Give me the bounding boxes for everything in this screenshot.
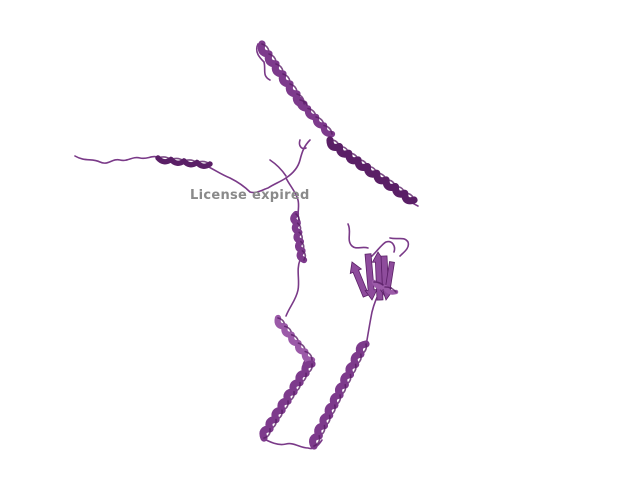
license-watermark: License expired bbox=[190, 188, 310, 203]
helix-lower-right-long bbox=[309, 340, 370, 450]
helix-lower-right-long-turn-10 bbox=[309, 432, 323, 450]
helix-sheet-cap-turn-2 bbox=[382, 284, 399, 295]
helix-middle bbox=[290, 210, 308, 264]
coil-segment-14 bbox=[298, 139, 307, 150]
helix-lower-left-long bbox=[259, 360, 316, 442]
helix-middle-turn-5 bbox=[296, 247, 308, 264]
helix-lower-left-top-back-5 bbox=[304, 350, 313, 361]
coil-segment-10 bbox=[347, 223, 369, 249]
helix-long-diagonal-turn-9 bbox=[401, 189, 418, 205]
helix-sheet-cap bbox=[371, 279, 399, 295]
beta-strand-1 bbox=[349, 261, 370, 298]
coil-segment-12 bbox=[371, 240, 396, 257]
coil-segment-2 bbox=[204, 164, 287, 194]
beta-strand-2 bbox=[364, 253, 378, 301]
helix-sheet-cap-back-2 bbox=[384, 286, 397, 293]
helix-long-diagonal-back-9 bbox=[403, 192, 415, 201]
alpha-helices bbox=[155, 40, 418, 450]
helix-top bbox=[257, 40, 308, 108]
helix-lower-right-long-back-10 bbox=[313, 435, 321, 447]
helix-lower-left-top bbox=[274, 314, 316, 364]
coil-segment-5 bbox=[269, 159, 287, 177]
helix-left-short-turn-4 bbox=[194, 159, 213, 169]
helix-top-back-6 bbox=[296, 93, 305, 105]
helix-lower-left-long-turn-8 bbox=[259, 425, 274, 442]
coil-segment-3 bbox=[285, 139, 311, 179]
helix-left-short bbox=[155, 155, 213, 169]
helix-upper-kink-turn-4 bbox=[320, 122, 336, 138]
coil-segments bbox=[74, 43, 419, 450]
coil-segment-6 bbox=[285, 259, 301, 317]
helix-middle-back-5 bbox=[301, 250, 307, 261]
helix-upper-kink-back-4 bbox=[323, 124, 333, 135]
coil-segment-1 bbox=[74, 155, 161, 164]
coil-segment-11 bbox=[389, 237, 410, 257]
helix-long-diagonal bbox=[326, 136, 418, 205]
helix-left-short-back-4 bbox=[196, 160, 211, 165]
helix-lower-left-long-back-8 bbox=[263, 427, 271, 439]
helix-upper-kink bbox=[296, 96, 336, 138]
helix-lower-left-top-turn-5 bbox=[301, 348, 316, 364]
coil-segment-13 bbox=[255, 43, 271, 81]
